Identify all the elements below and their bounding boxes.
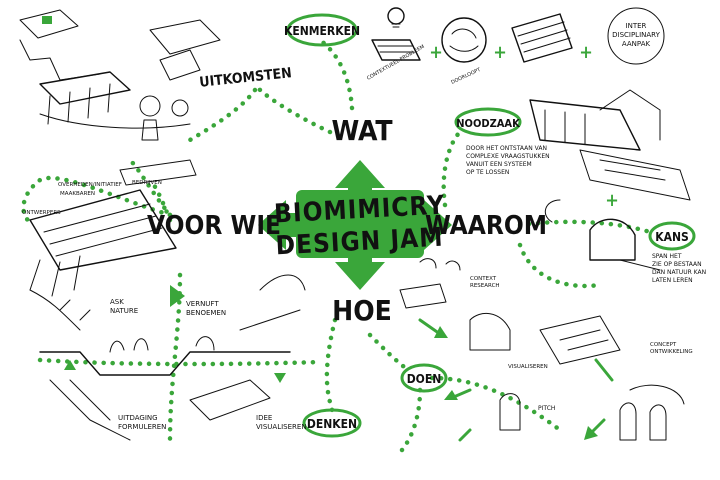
hoe-sketches: ASK NATURE VERNUFT BENOEMEN UITDAGING FO…: [29, 274, 307, 441]
svg-text:UITKOMSTEN: UITKOMSTEN: [199, 65, 293, 91]
svg-text:DOEN: DOEN: [407, 372, 442, 386]
svg-text:SPAN HET: SPAN HET: [652, 253, 682, 260]
svg-text:ASK: ASK: [110, 298, 124, 306]
svg-text:ONTWERPERS: ONTWERPERS: [22, 210, 61, 216]
bubble-kenmerken: KENMERKEN: [284, 13, 360, 47]
kenmerken-sketches: CONTEXTUEEL PROBLEEM + DOORLOOPT + +: [366, 7, 593, 86]
svg-text:ZIE OP BESTAAN: ZIE OP BESTAAN: [652, 261, 702, 268]
svg-text:VANUIT EEN SYSTEEM: VANUIT EEN SYSTEEM: [466, 161, 532, 168]
svg-text:UITDAGING: UITDAGING: [118, 414, 158, 422]
bubble-kans: KANS: [648, 221, 696, 251]
svg-text:+: +: [493, 42, 507, 63]
svg-text:DOOR HET ONTSTAAN VAN: DOOR HET ONTSTAAN VAN: [466, 145, 547, 152]
svg-text:NATURE: NATURE: [110, 307, 138, 315]
svg-text:CONTEXTUEEL PROBLEEM: CONTEXTUEEL PROBLEEM: [366, 44, 426, 82]
svg-text:MAAKBAREN: MAAKBAREN: [60, 191, 95, 197]
voor-wie-sketches: OVERHEDEN/INITIATIEF MAAKBAREN ONTWERPER…: [22, 159, 197, 297]
svg-text:FORMULEREN: FORMULEREN: [118, 423, 166, 431]
center-title: BIOMIMICRY DESIGN JAM: [273, 191, 445, 262]
svg-text:BENOEMEN: BENOEMEN: [186, 309, 226, 317]
label-voor-wie: VOOR WIE: [147, 211, 281, 241]
svg-text:COMPLEXE VRAAGSTUKKEN: COMPLEXE VRAAGSTUKKEN: [466, 153, 550, 160]
svg-text:DISCIPLINARY: DISCIPLINARY: [612, 31, 660, 39]
svg-text:VISUALISEREN: VISUALISEREN: [508, 364, 548, 370]
bubble-noodzaak: NOODZAAK: [454, 107, 522, 137]
waarom-sketches: +: [529, 89, 691, 271]
svg-text:AANPAK: AANPAK: [622, 40, 651, 48]
svg-text:ONTWIKKELING: ONTWIKKELING: [650, 349, 693, 355]
svg-text:INTER: INTER: [626, 22, 647, 30]
svg-text:VISUALISEREN: VISUALISEREN: [256, 423, 307, 431]
bubble-denken: DENKEN: [302, 408, 362, 438]
label-wat: WAT: [331, 114, 393, 147]
label-hoe: HOE: [332, 294, 392, 327]
svg-text:KENMERKEN: KENMERKEN: [284, 24, 360, 38]
svg-text:LATEN LEREN: LATEN LEREN: [652, 277, 693, 284]
svg-text:DENKEN: DENKEN: [307, 417, 357, 431]
dotted-connectors: [21, 37, 653, 453]
svg-text:+: +: [579, 42, 593, 63]
svg-text:+: +: [429, 42, 443, 63]
noodzaak-note: DOOR HET ONTSTAAN VAN COMPLEXE VRAAGSTUK…: [466, 145, 550, 176]
inter-disciplinair-note: INTER DISCIPLINARY AANPAK: [607, 7, 665, 65]
bubble-uitkomsten: UITKOMSTEN: [199, 65, 293, 91]
svg-text:DAN NATUUR KAN: DAN NATUUR KAN: [652, 269, 706, 276]
svg-text:VERNUFT: VERNUFT: [186, 300, 219, 308]
kans-note: SPAN HET ZIE OP BESTAAN DAN NATUUR KAN L…: [652, 253, 706, 284]
svg-text:+: +: [605, 190, 619, 211]
svg-text:KANS: KANS: [655, 230, 689, 244]
svg-text:IDEE: IDEE: [256, 414, 272, 422]
svg-text:DOORLOOPT: DOORLOOPT: [450, 67, 482, 86]
label-waarom: WAAROM: [425, 211, 547, 241]
svg-text:CONCEPT: CONCEPT: [650, 342, 677, 348]
doen-sketches: CONTEXT RESEARCH VISUALISEREN PITCH CONC…: [399, 258, 693, 442]
svg-text:RESEARCH: RESEARCH: [470, 283, 500, 289]
svg-text:CONTEXT: CONTEXT: [470, 276, 497, 282]
svg-text:BEDRIJVEN: BEDRIJVEN: [132, 180, 162, 186]
central-four-way-arrow: [258, 160, 452, 290]
bubble-doen: DOEN: [400, 363, 448, 393]
svg-text:OVERHEDEN/INITIATIEF: OVERHEDEN/INITIATIEF: [58, 182, 122, 188]
svg-text:PITCH: PITCH: [538, 405, 555, 412]
uitkomsten-sketches: [19, 9, 221, 141]
svg-text:OP TE LOSSEN: OP TE LOSSEN: [466, 169, 509, 176]
svg-text:NOODZAAK: NOODZAAK: [456, 117, 520, 130]
